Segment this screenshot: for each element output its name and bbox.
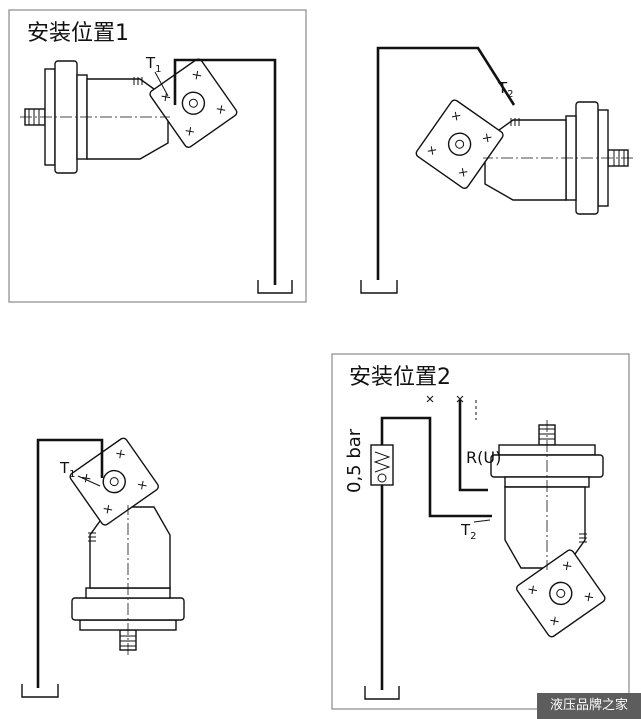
check-valve-spring [373, 451, 391, 473]
r-u-line [458, 400, 488, 492]
panel-2-title: 安装位置2 [349, 365, 451, 390]
tank-symbol-4 [364, 686, 400, 700]
pump-drawing-3 [67, 436, 185, 656]
pump-drawing-2 [414, 97, 634, 215]
drain-line-4 [380, 416, 492, 690]
pump-drawing-1 [19, 56, 239, 174]
tank-symbol-3 [21, 684, 59, 698]
line-end-crosses [426, 395, 464, 403]
panel-installation-position-1: 安装位置1 T1 [8, 9, 307, 303]
panel-bottom-left: T1 [21, 436, 185, 698]
panel-1-title: 安装位置1 [27, 21, 129, 46]
drain-line-3 [36, 438, 104, 688]
pump-drawing-4 [490, 419, 608, 639]
port-label-t2-panel-4: T2 [460, 521, 477, 542]
panel-installation-position-2: 安装位置2 0,5 bar R(U) T2 [331, 353, 630, 710]
port-label-t1-panel-1: T1 [145, 54, 162, 75]
drain-line-1 [173, 58, 277, 285]
panel-1-frame [8, 9, 307, 303]
check-valve-ball [377, 473, 387, 483]
drain-line-2 [376, 46, 516, 280]
leader-line-t1-panel-3 [77, 475, 101, 487]
pressure-label: 0,5 bar [344, 428, 365, 493]
leader-line-t2-panel-4 [473, 519, 491, 523]
tank-symbol-1 [257, 280, 293, 294]
panel-2-frame [331, 353, 630, 710]
watermark: 液压品牌之家 [537, 693, 641, 719]
r-u-label: R(U) [466, 448, 501, 467]
port-label-t1-panel-3: T1 [59, 459, 76, 480]
leader-line-t1-panel-1 [154, 71, 169, 97]
tank-symbol-2 [360, 280, 398, 294]
port-label-t2-panel-2: T2 [497, 79, 514, 100]
panel-top-right: T2 [360, 46, 634, 294]
